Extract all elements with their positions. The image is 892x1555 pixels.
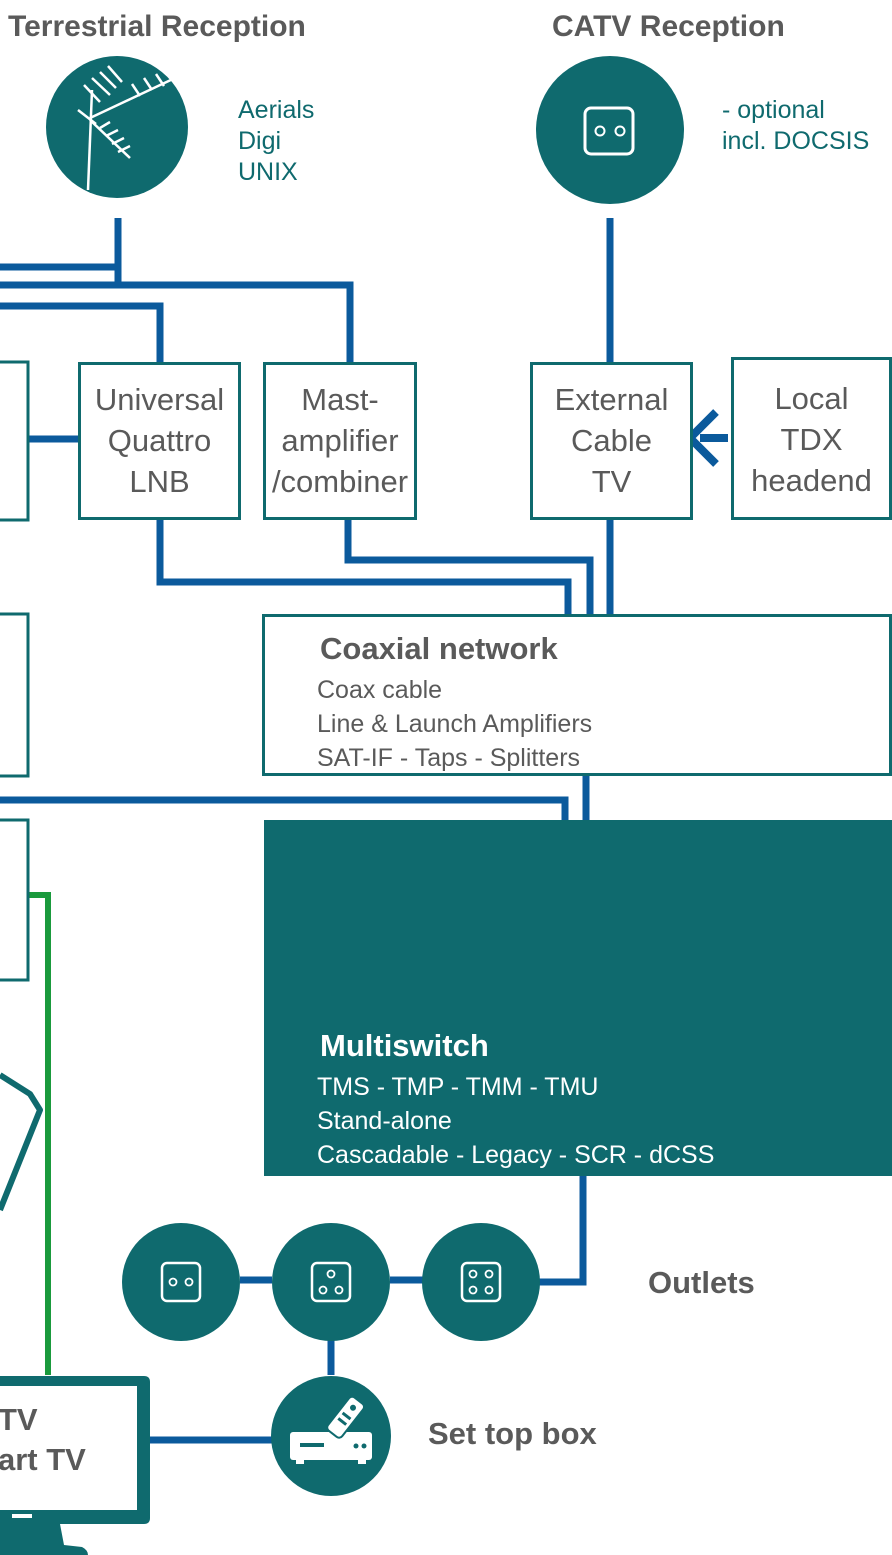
mast-line-3: /combiner bbox=[271, 464, 409, 499]
tablet-edge bbox=[0, 1072, 43, 1212]
multiswitch-title: Multiswitch bbox=[320, 1028, 489, 1063]
note-unix: UNIX bbox=[238, 158, 298, 186]
socket-icon bbox=[536, 56, 684, 204]
line-green bbox=[28, 892, 51, 1375]
local-line-2: TDX bbox=[780, 422, 843, 457]
lnb-line-3: LNB bbox=[129, 464, 190, 499]
terrestrial-title: Terrestrial Reception bbox=[8, 10, 306, 43]
set-top-box-label: Set top box bbox=[428, 1416, 597, 1451]
line-left-to-multiswitch bbox=[0, 796, 569, 820]
coax-item-2: Line & Launch Amplifiers bbox=[317, 710, 593, 738]
multiswitch-item-2: Stand-alone bbox=[317, 1107, 452, 1135]
coax-item-3: SAT-IF - Taps - Splitters bbox=[317, 744, 581, 772]
left-box-1-edge bbox=[0, 360, 30, 522]
universal-quattro-lnb-box: Universal Quattro LNB bbox=[78, 362, 241, 520]
line-top-left-branch bbox=[0, 302, 164, 362]
outlet-2-icon bbox=[122, 1223, 240, 1341]
outlet-4-icon bbox=[422, 1223, 540, 1341]
mast-line-2: amplifier bbox=[281, 423, 399, 458]
line-lnb-to-coax bbox=[156, 520, 572, 614]
tv-text: TV art TV bbox=[0, 1400, 86, 1480]
local-line-3: headend bbox=[751, 463, 872, 498]
line-antenna-bus bbox=[0, 263, 354, 362]
local-line-1: Local bbox=[774, 381, 849, 416]
lnb-line-2: Quattro bbox=[107, 423, 212, 458]
note-digi: Digi bbox=[238, 127, 282, 155]
local-tdx-headend-box: Local TDX headend bbox=[731, 357, 892, 520]
external-line-1: External bbox=[554, 382, 669, 417]
note-docsis: incl. DOCSIS bbox=[722, 127, 870, 155]
note-aerials: Aerials bbox=[238, 96, 315, 124]
multiswitch-box: Multiswitch TMS - TMP - TMM - TMU Stand-… bbox=[264, 820, 892, 1176]
external-cable-tv-box: External Cable TV bbox=[530, 362, 693, 520]
tv-line-1: TV bbox=[0, 1402, 38, 1437]
catv-notes: - optional incl. DOCSIS bbox=[722, 95, 869, 157]
mast-line-1: Mast- bbox=[301, 382, 379, 417]
lnb-line-1: Universal bbox=[94, 382, 225, 417]
multiswitch-item-3: Cascadable - Legacy - SCR - dCSS bbox=[317, 1141, 715, 1169]
outlet-3-icon bbox=[272, 1223, 390, 1341]
external-line-3: TV bbox=[591, 464, 632, 499]
left-box-3-edge bbox=[0, 818, 30, 982]
mast-amplifier-combiner-box: Mast- amplifier /combiner bbox=[263, 362, 417, 520]
tv-stand bbox=[0, 1524, 88, 1555]
terrestrial-notes: Aerials Digi UNIX bbox=[238, 95, 314, 188]
note-optional: - optional bbox=[722, 96, 825, 124]
coax-item-1: Coax cable bbox=[317, 676, 443, 704]
coax-title: Coaxial network bbox=[320, 631, 558, 666]
tv-line-2: art TV bbox=[0, 1442, 86, 1477]
left-box-2-edge bbox=[0, 612, 30, 778]
multiswitch-item-1: TMS - TMP - TMM - TMU bbox=[317, 1073, 599, 1101]
antenna-icon bbox=[46, 56, 188, 198]
tv-indicator bbox=[12, 1514, 32, 1518]
line-multiswitch-to-outlets bbox=[538, 1176, 587, 1286]
set-top-box-icon bbox=[271, 1376, 391, 1496]
outlets-label: Outlets bbox=[648, 1265, 755, 1300]
coaxial-network-box: Coaxial network Coax cable Line & Launch… bbox=[262, 614, 892, 776]
tv-screen bbox=[0, 1386, 137, 1510]
external-line-2: Cable bbox=[571, 423, 652, 458]
line-mast-to-coax bbox=[344, 520, 594, 614]
catv-title: CATV Reception bbox=[552, 10, 785, 43]
